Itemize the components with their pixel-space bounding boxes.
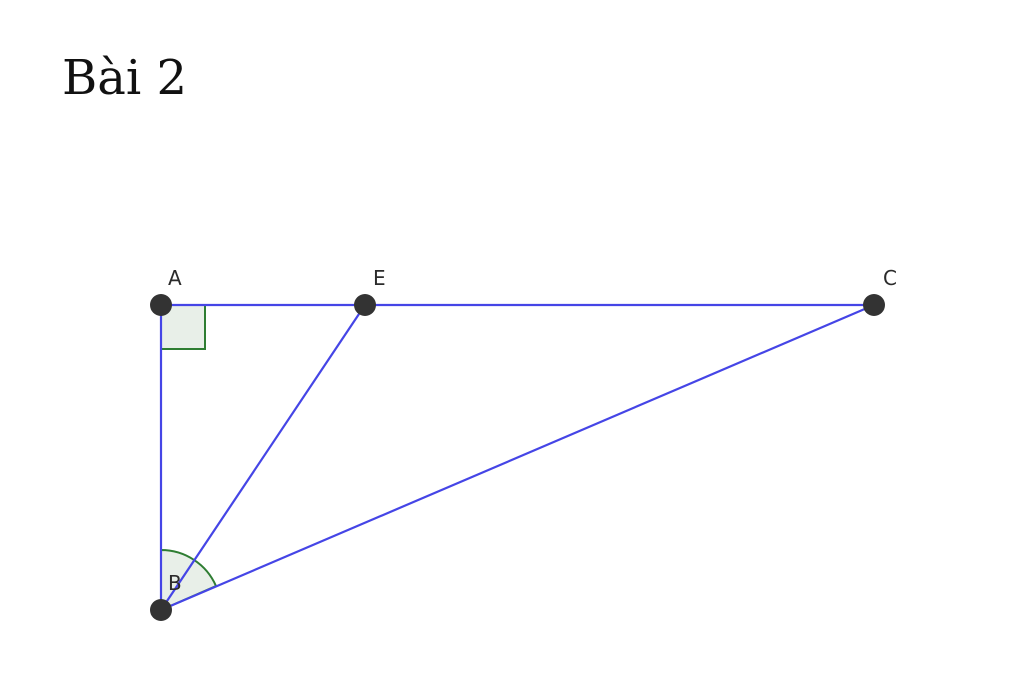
point-label-a: A [168,266,182,290]
point-label-b: B [168,571,182,595]
segment-bc [160,303,875,612]
point-e[interactable] [354,294,376,316]
point-label-c: C [883,266,897,290]
point-a[interactable] [150,294,172,316]
point-label-e: E [373,266,386,290]
point-c[interactable] [863,294,885,316]
problem-title: Bài 2 [62,50,188,106]
segment-be [160,304,366,611]
point-b[interactable] [150,599,172,621]
